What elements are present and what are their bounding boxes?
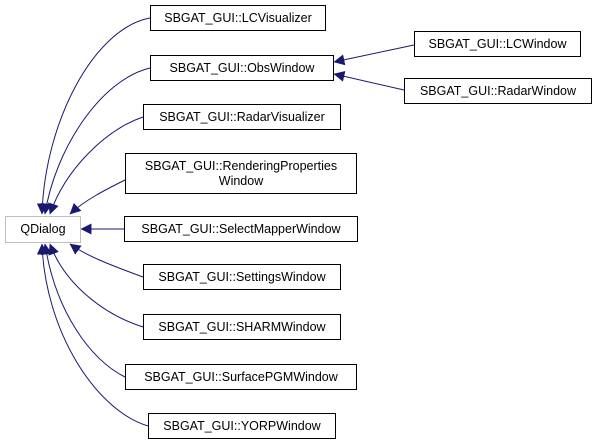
node-radarvisualizer[interactable]: SBGAT_GUI::RadarVisualizer: [143, 104, 341, 130]
node-qdialog[interactable]: QDialog: [5, 216, 81, 243]
node-radarwindow[interactable]: SBGAT_GUI::RadarWindow: [404, 78, 592, 104]
edge-sharm-to-qdialog: [48, 243, 144, 328]
edge-radarvisualizer-to-qdialog: [48, 116, 144, 215]
node-selectmapperwindow[interactable]: SBGAT_GUI::SelectMapperWindow: [124, 216, 358, 242]
node-yorpwindow[interactable]: SBGAT_GUI::YORPWindow: [148, 413, 336, 439]
edge-radarwindow-to-obswindow: [333, 70, 405, 91]
edge-lcwindow-to-obswindow: [333, 44, 415, 66]
node-renderingpropertieswindow[interactable]: SBGAT_GUI::RenderingProperties Window: [125, 153, 357, 194]
edge-lcvisualizer-to-qdialog: [36, 17, 151, 215]
node-lcvisualizer[interactable]: SBGAT_GUI::LCVisualizer: [150, 5, 326, 31]
edge-settings-to-qdialog: [69, 243, 144, 278]
edge-renderingproperties-to-qdialog: [69, 179, 126, 215]
node-surfacepgmwindow[interactable]: SBGAT_GUI::SurfacePGMWindow: [125, 364, 357, 390]
edge-yorp-to-qdialog: [36, 243, 149, 427]
edge-surfacepgm-to-qdialog: [41, 243, 126, 378]
node-settingswindow[interactable]: SBGAT_GUI::SettingsWindow: [143, 264, 341, 290]
edge-obswindow-to-qdialog: [41, 67, 151, 215]
node-sharmwindow[interactable]: SBGAT_GUI::SHARMWindow: [143, 314, 341, 340]
node-obswindow[interactable]: SBGAT_GUI::ObsWindow: [150, 55, 334, 81]
node-lcwindow[interactable]: SBGAT_GUI::LCWindow: [414, 31, 581, 57]
